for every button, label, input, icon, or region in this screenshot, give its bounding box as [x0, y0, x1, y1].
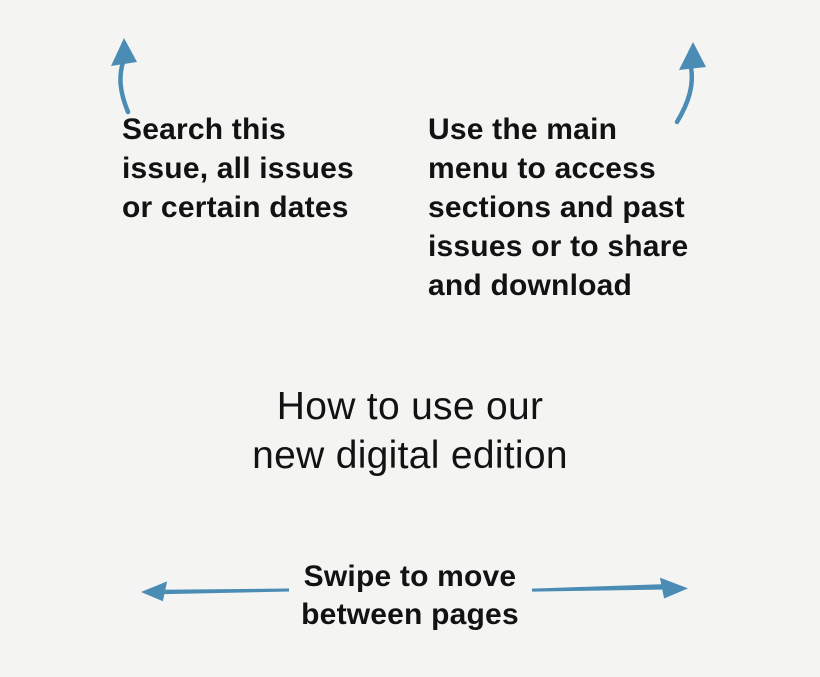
up-arrow-left-icon — [111, 38, 137, 115]
menu-annotation-line: issues or to share — [428, 230, 689, 263]
menu-annotation: Use the main menu to access sections and… — [428, 110, 688, 305]
swipe-annotation-line: Swipe to move — [303, 560, 517, 593]
swipe-left-arrow-icon — [140, 581, 290, 602]
search-annotation-line: or certain dates — [122, 191, 349, 224]
search-annotation: Search this issue, all issues or certain… — [122, 110, 354, 227]
swipe-annotation: Swipe to move between pages — [0, 558, 820, 634]
menu-annotation-line: sections and past — [428, 191, 685, 224]
menu-annotation-line: and download — [428, 269, 633, 302]
menu-annotation-line: menu to access — [428, 152, 656, 185]
search-annotation-line: issue, all issues — [122, 152, 354, 185]
page-title-line: new digital edition — [252, 434, 568, 477]
swipe-annotation-line: between pages — [301, 598, 519, 631]
menu-annotation-line: Use the main — [428, 113, 618, 146]
up-arrow-right-icon — [674, 42, 706, 125]
swipe-right-arrow-icon — [531, 577, 688, 599]
search-annotation-line: Search this — [122, 113, 286, 146]
page-title: How to use our new digital edition — [0, 382, 820, 480]
page-title-line: How to use our — [276, 385, 544, 428]
